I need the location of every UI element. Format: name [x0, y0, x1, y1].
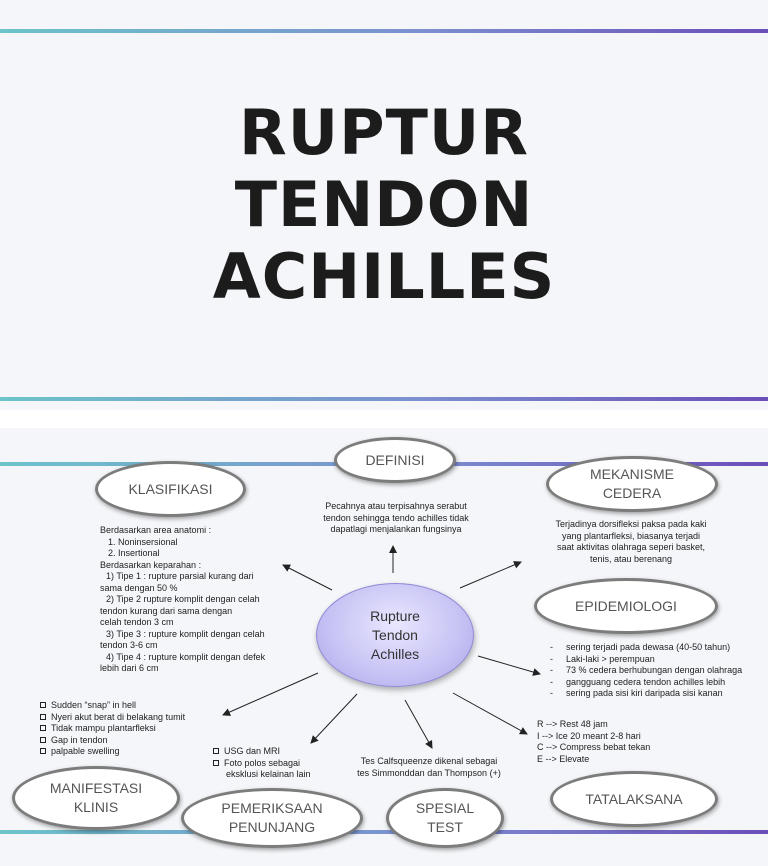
mekanisme-cedera-node: MEKANISME CEDERA	[546, 456, 718, 512]
pemeriksaan-penunjang-node: PEMERIKSAAN PENUNJANG	[181, 788, 363, 848]
checkbox-icon	[213, 759, 219, 766]
klasifikasi-text: Berdasarkan area anatomi : 1. Noninsersi…	[100, 525, 266, 673]
center-line-3: Achilles	[370, 645, 420, 662]
top-accent-band	[0, 29, 768, 33]
klasifikasi-node: KLASIFIKASI	[95, 461, 246, 517]
bottom-accent-band	[0, 830, 768, 834]
checkbox-icon	[40, 702, 46, 708]
definisi-text: Pecahnya atau terpisahnya serabut tendon…	[323, 501, 469, 534]
manifestasi-list: Sudden “snap” in hell Nyeri akut berat d…	[40, 700, 240, 758]
klasifikasi-label: KLASIFIKASI	[128, 480, 213, 497]
spesial-text: Tes Calfsqueenze dikenal sebagai tes Sim…	[357, 756, 501, 778]
title-line-3: ACHILLES	[212, 240, 556, 313]
bottom-accent-band	[0, 397, 768, 401]
title-line-2: TENDON	[234, 168, 534, 241]
mindmap-slide: Rupture Tendon Achilles DEFINISI Pecahny…	[0, 428, 768, 866]
title-line-1: RUPTUR	[239, 96, 529, 169]
arrow-to-epidemiologi	[477, 655, 541, 676]
arrow-to-tatalaksana	[452, 692, 528, 735]
arrow-to-spesial	[404, 699, 433, 749]
tatalaksana-node: TATALAKSANA	[550, 771, 718, 827]
tatalaksana-label: TATALAKSANA	[585, 790, 683, 807]
checkbox-icon	[40, 736, 46, 743]
center-line-2: Tendon	[372, 626, 418, 643]
mekanisme-text: Terjadinya dorsifleksi paksa pada kaki y…	[555, 519, 707, 564]
definisi-label: DEFINISI	[365, 451, 425, 468]
central-topic-node: Rupture Tendon Achilles	[316, 583, 474, 687]
checkbox-icon	[213, 748, 219, 754]
checkbox-icon	[40, 725, 46, 731]
spesial-test-node: SPESIAL TEST	[386, 788, 504, 848]
pemeriksaan-list: USG dan MRI Foto polos sebagai eksklusi …	[213, 746, 343, 781]
arrow-to-klasifikasi	[282, 564, 333, 591]
connector-arrows	[222, 545, 541, 749]
tatalaksana-text: R --> Rest 48 jam I --> Ice 20 meant 2-8…	[537, 719, 651, 764]
arrow-to-manifestasi	[222, 672, 319, 716]
arrow-to-mekanisme	[459, 561, 522, 589]
checkbox-icon	[40, 713, 46, 720]
epidemiologi-label: EPIDEMIOLOGI	[575, 597, 677, 614]
epidemiologi-list: -sering terjadi pada dewasa (40-50 tahun…	[550, 642, 743, 698]
manifestasi-klinis-node: MANIFESTASI KLINIS	[12, 766, 180, 830]
arrow-to-pemeriksaan	[310, 693, 358, 744]
checkbox-icon	[40, 748, 46, 754]
center-line-1: Rupture	[370, 607, 420, 624]
definisi-node: DEFINISI	[334, 437, 456, 483]
title-slide: RUPTUR TENDON ACHILLES	[0, 0, 768, 410]
epidemiologi-node: EPIDEMIOLOGI	[534, 578, 718, 634]
